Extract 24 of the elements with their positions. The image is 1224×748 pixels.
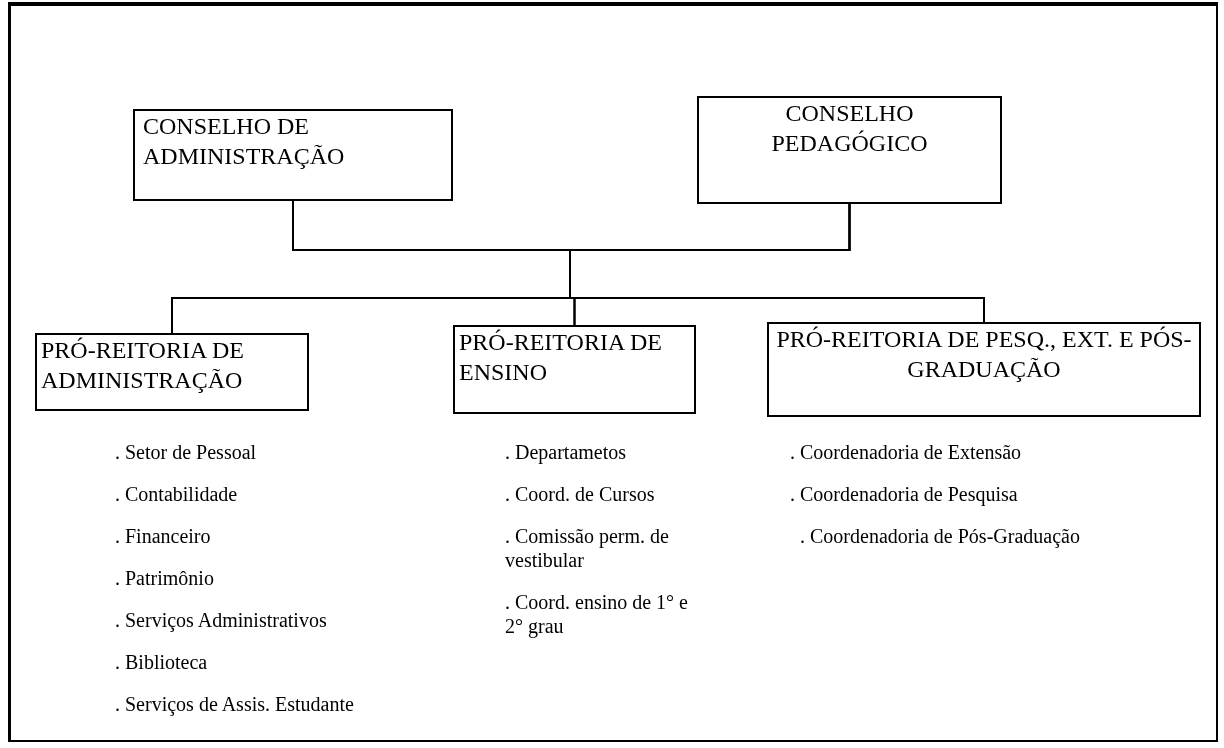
list-item: . Patrimônio [115, 566, 214, 590]
list-item: . Biblioteca [115, 650, 208, 674]
list-item: . Coordenadoria de Pós-Graduação [800, 524, 1080, 548]
box-title: PRÓ-REITORIA DE PESQ., EXT. E PÓS-GRADUAÇÃO [775, 325, 1193, 384]
org-box [697, 96, 1002, 204]
list-item: . Coord. ensino de 1° e 2° grau [505, 590, 689, 638]
list-item: . Financeiro [115, 524, 211, 548]
org-box [35, 333, 309, 411]
list-item: . Contabilidade [115, 482, 238, 506]
list-item: . Coordenadoria de Pesquisa [790, 482, 1018, 506]
box-title: CONSELHO DE ADMINISTRAÇÃO [143, 112, 346, 171]
box-title: CONSELHO PEDAGÓGICO [770, 99, 929, 158]
list-item: . Comissão perm. de vestibular [505, 524, 670, 572]
list-item: . Coord. de Cursos [505, 482, 655, 506]
box-title: PRÓ-REITORIA DE ADMINISTRAÇÃO [41, 336, 245, 395]
org-box [133, 109, 453, 201]
list-item: . Setor de Pessoal [115, 440, 257, 464]
box-title: PRÓ-REITORIA DE ENSINO [459, 328, 663, 387]
list-item: . Serviços Administrativos [115, 608, 327, 632]
org-box [453, 325, 696, 414]
list-item: . Departametos [505, 440, 627, 464]
list-item: . Serviços de Assis. Estudante [115, 692, 354, 716]
org-box [767, 322, 1201, 417]
list-item: . Coordenadoria de Extensão [790, 440, 1022, 464]
